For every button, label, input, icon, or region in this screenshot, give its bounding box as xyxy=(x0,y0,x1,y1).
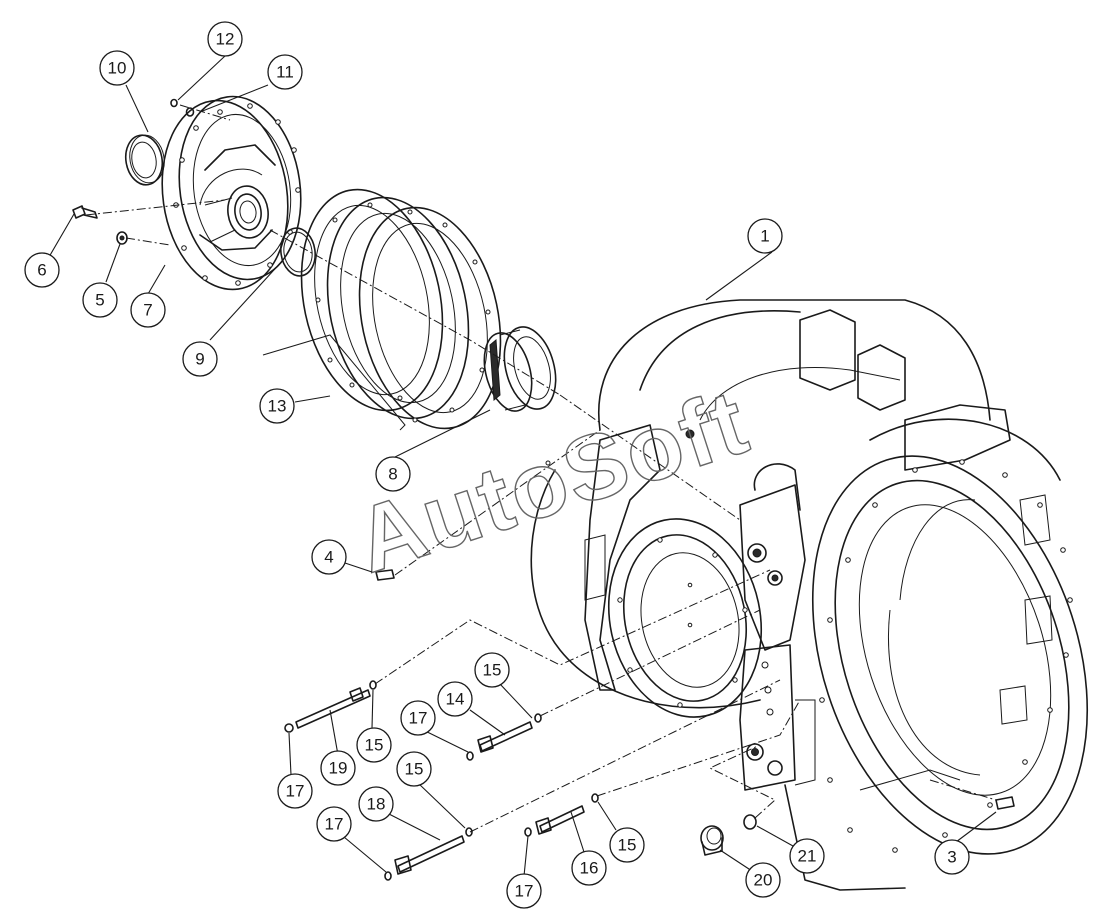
housing-part-1 xyxy=(530,299,1089,891)
svg-text:12: 12 xyxy=(216,30,235,49)
callout-15-a: 15 xyxy=(474,652,510,688)
callout-18: 18 xyxy=(358,786,394,822)
svg-text:18: 18 xyxy=(367,795,386,814)
svg-text:4: 4 xyxy=(324,548,333,567)
callout-17-b: 17 xyxy=(400,700,436,736)
svg-text:19: 19 xyxy=(329,759,348,778)
svg-text:14: 14 xyxy=(446,690,465,709)
callout-15-d: 15 xyxy=(609,827,645,863)
washer-part-5 xyxy=(116,231,128,245)
callout-16: 16 xyxy=(571,850,607,886)
stud-part-19 xyxy=(284,680,377,733)
bolt-part-6 xyxy=(72,205,98,219)
callout-17-d: 17 xyxy=(506,873,542,909)
callout-8: 8 xyxy=(375,456,411,492)
svg-text:17: 17 xyxy=(515,882,534,901)
callout-11: 11 xyxy=(267,54,303,90)
svg-text:6: 6 xyxy=(37,261,46,280)
svg-text:16: 16 xyxy=(580,859,599,878)
plug-part-20 xyxy=(700,825,724,856)
callout-5: 5 xyxy=(82,282,118,318)
seal-part-10 xyxy=(124,134,165,186)
svg-text:15: 15 xyxy=(483,661,502,680)
leader-lines xyxy=(48,55,997,877)
svg-text:10: 10 xyxy=(108,59,127,78)
callout-10: 10 xyxy=(99,50,135,86)
callout-15-b: 15 xyxy=(356,727,392,763)
dowel-pin-part-3 xyxy=(995,796,1015,810)
stud-part-18 xyxy=(384,827,473,881)
callout-17-c: 17 xyxy=(316,806,352,842)
bearing-part-8 xyxy=(483,326,557,412)
o-ring-part-9 xyxy=(280,227,316,277)
svg-text:20: 20 xyxy=(754,871,773,890)
svg-text:15: 15 xyxy=(405,760,424,779)
washer-part-11 xyxy=(185,107,195,117)
callout-17-a: 17 xyxy=(277,773,313,809)
svg-text:5: 5 xyxy=(95,291,104,310)
dowel-pin-part-4 xyxy=(375,569,395,581)
svg-text:11: 11 xyxy=(276,63,294,82)
callout-19: 19 xyxy=(320,750,356,786)
callout-3: 3 xyxy=(934,839,970,875)
callout-15-c: 15 xyxy=(396,751,432,787)
callout-13: 13 xyxy=(259,388,295,424)
svg-text:17: 17 xyxy=(325,815,344,834)
callout-12: 12 xyxy=(207,21,243,57)
callout-14: 14 xyxy=(437,681,473,717)
cover-part-7 xyxy=(161,95,302,291)
svg-text:3: 3 xyxy=(947,848,956,867)
callout-7: 7 xyxy=(130,292,166,328)
assembly-center-lines xyxy=(85,104,997,833)
svg-text:8: 8 xyxy=(388,465,397,484)
svg-text:1: 1 xyxy=(760,227,769,246)
callout-9: 9 xyxy=(182,341,218,377)
callout-1: 1 xyxy=(747,218,783,254)
shim-pack-part-13 xyxy=(300,188,502,430)
callout-21: 21 xyxy=(789,838,825,874)
stud-part-16 xyxy=(524,793,599,837)
washer-part-21 xyxy=(743,814,757,830)
stud-part-14 xyxy=(466,713,542,761)
svg-text:15: 15 xyxy=(618,836,637,855)
svg-text:7: 7 xyxy=(143,301,152,320)
svg-text:15: 15 xyxy=(365,736,384,755)
callout-20: 20 xyxy=(745,862,781,898)
svg-text:21: 21 xyxy=(798,847,817,866)
callout-4: 4 xyxy=(311,539,347,575)
screw-part-12 xyxy=(170,98,178,108)
svg-text:9: 9 xyxy=(195,350,204,369)
svg-text:17: 17 xyxy=(409,709,428,728)
svg-text:17: 17 xyxy=(286,782,305,801)
svg-text:13: 13 xyxy=(268,397,287,416)
callout-6: 6 xyxy=(24,252,60,288)
